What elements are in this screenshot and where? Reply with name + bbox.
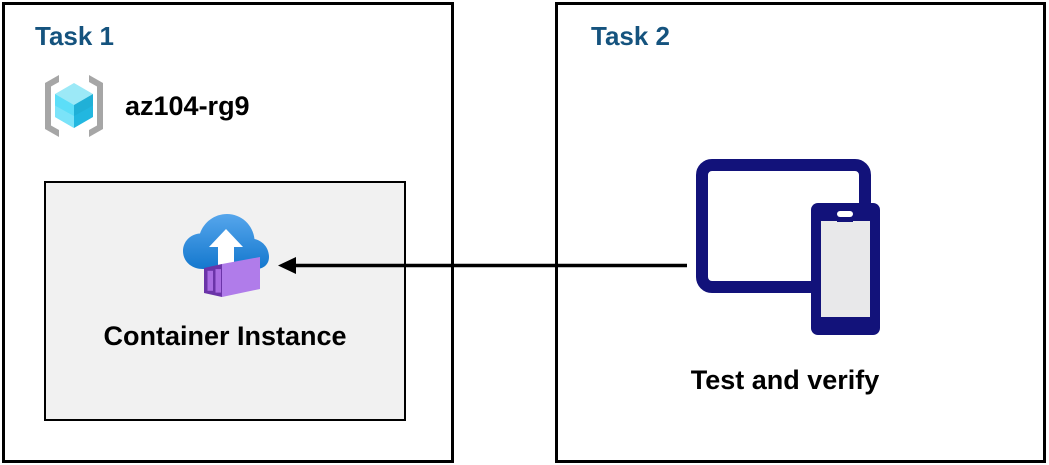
test-and-verify-group: Test and verify [640, 155, 930, 396]
resource-group-row: az104-rg9 [37, 69, 250, 143]
task-1-title: Task 1 [35, 21, 115, 51]
task-panel-2: Task 2 [555, 2, 1046, 463]
task-panel-1: Task 1 [2, 2, 454, 463]
devices-tablet-phone-icon [685, 155, 885, 343]
azure-resource-group-icon [37, 69, 111, 143]
test-and-verify-label: Test and verify [690, 365, 880, 395]
resource-group-label: az104-rg9 [125, 90, 250, 121]
azure-container-instance-icon [177, 183, 273, 303]
container-instance-box: Container Instance [44, 181, 406, 421]
task-2-title: Task 2 [591, 21, 671, 51]
container-instance-label: Container Instance [103, 321, 347, 351]
